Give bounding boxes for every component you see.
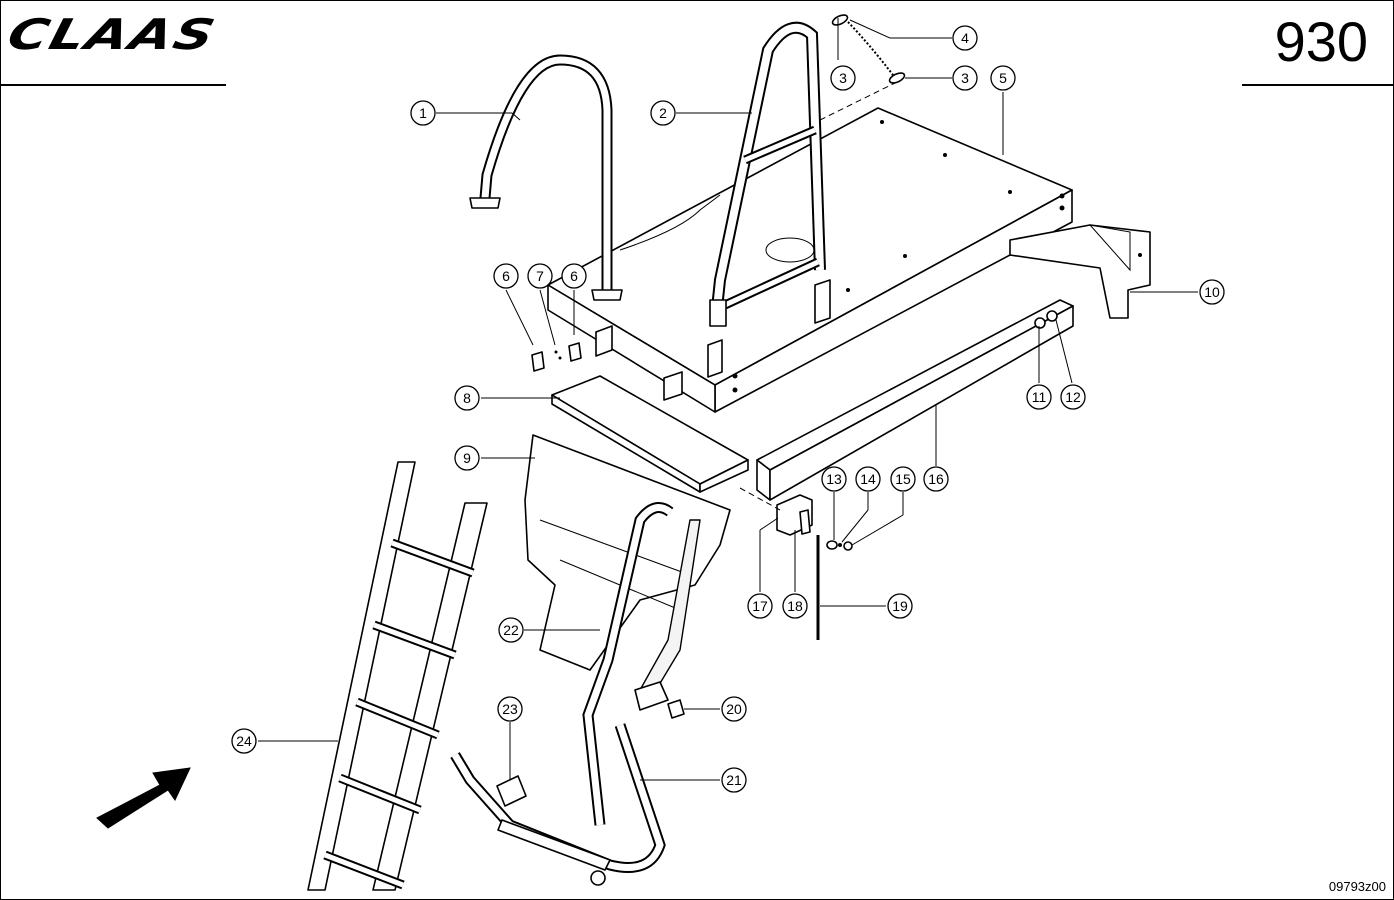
callout-3a: 3 bbox=[830, 65, 856, 91]
svg-text:9: 9 bbox=[463, 450, 471, 466]
long-beam-part bbox=[756, 299, 1074, 501]
ladder-part bbox=[307, 461, 488, 891]
header-rule-right bbox=[1242, 84, 1394, 86]
svg-text:17: 17 bbox=[752, 598, 768, 614]
callout-6b: 6 bbox=[561, 263, 587, 289]
header-rule-left bbox=[0, 84, 226, 86]
handrail-right-part bbox=[709, 21, 826, 327]
svg-text:18: 18 bbox=[787, 598, 803, 614]
callout-11: 11 bbox=[1026, 384, 1052, 410]
callout-19: 19 bbox=[887, 593, 913, 619]
step-handrail-part bbox=[450, 502, 685, 886]
cover-plate-part bbox=[551, 375, 749, 493]
svg-text:12: 12 bbox=[1065, 389, 1081, 405]
callout-15: 15 bbox=[890, 466, 916, 492]
svg-text:14: 14 bbox=[860, 471, 876, 487]
svg-text:2: 2 bbox=[659, 105, 667, 121]
svg-text:3: 3 bbox=[961, 70, 969, 86]
callout-12: 12 bbox=[1060, 384, 1086, 410]
svg-text:10: 10 bbox=[1204, 284, 1220, 300]
svg-text:16: 16 bbox=[928, 471, 944, 487]
hardware-part bbox=[826, 310, 1058, 551]
svg-text:1: 1 bbox=[419, 105, 427, 121]
svg-text:15: 15 bbox=[895, 471, 911, 487]
page-number: 930 bbox=[1274, 10, 1368, 73]
callout-21: 21 bbox=[721, 767, 747, 793]
callout-18: 18 bbox=[782, 593, 808, 619]
svg-text:8: 8 bbox=[463, 390, 471, 406]
callout-22: 22 bbox=[498, 617, 524, 643]
svg-text:20: 20 bbox=[726, 701, 742, 717]
callout-5: 5 bbox=[990, 65, 1016, 91]
callout-2: 2 bbox=[650, 100, 676, 126]
callout-6a: 6 bbox=[493, 263, 519, 289]
callout-7: 7 bbox=[527, 263, 553, 289]
callout-8: 8 bbox=[454, 385, 480, 411]
direction-arrow-icon bbox=[96, 767, 191, 829]
svg-text:23: 23 bbox=[502, 701, 518, 717]
callout-1: 1 bbox=[410, 100, 436, 126]
chain-part bbox=[819, 14, 906, 121]
svg-text:22: 22 bbox=[503, 622, 519, 638]
callout-20: 20 bbox=[721, 696, 747, 722]
clamp-part bbox=[496, 775, 527, 807]
svg-text:19: 19 bbox=[892, 598, 908, 614]
callout-16: 16 bbox=[923, 466, 949, 492]
svg-text:3: 3 bbox=[839, 70, 847, 86]
callout-14: 14 bbox=[855, 466, 881, 492]
svg-text:24: 24 bbox=[236, 733, 252, 749]
svg-text:21: 21 bbox=[726, 772, 742, 788]
rear-bracket-part bbox=[1009, 224, 1151, 319]
svg-text:11: 11 bbox=[1032, 389, 1047, 405]
svg-text:5: 5 bbox=[999, 70, 1007, 86]
drawing-id: 09793z00 bbox=[1328, 879, 1386, 894]
svg-text:13: 13 bbox=[826, 471, 842, 487]
callout-4: 4 bbox=[952, 25, 978, 51]
callout-17: 17 bbox=[747, 593, 773, 619]
callout-13: 13 bbox=[821, 466, 847, 492]
callout-9: 9 bbox=[454, 445, 480, 471]
small-brackets-part bbox=[531, 342, 582, 372]
svg-text:6: 6 bbox=[502, 268, 510, 284]
platform-part bbox=[547, 107, 1073, 413]
callout-24: 24 bbox=[231, 728, 257, 754]
callout-10: 10 bbox=[1199, 279, 1225, 305]
latch-part bbox=[739, 487, 820, 640]
svg-text:7: 7 bbox=[536, 268, 544, 284]
svg-text:4: 4 bbox=[961, 30, 969, 46]
handrail-left-part bbox=[469, 54, 623, 301]
svg-text:6: 6 bbox=[570, 268, 578, 284]
leader-lines bbox=[258, 18, 1198, 781]
callout-23: 23 bbox=[497, 696, 523, 722]
callout-3b: 3 bbox=[952, 65, 978, 91]
